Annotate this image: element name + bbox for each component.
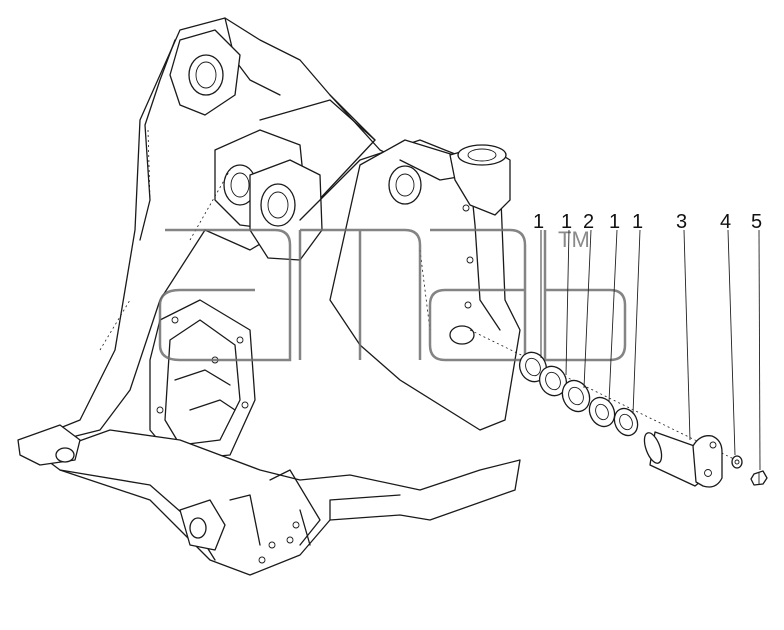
- bolt-part-5: [750, 470, 768, 486]
- callout-3: 3: [676, 211, 687, 233]
- watermark-logo: TM: [158, 227, 627, 362]
- callout-1a: 1: [533, 211, 544, 233]
- callout-4: 4: [720, 211, 731, 233]
- pin-part-3: [643, 431, 723, 488]
- washer-part-1d: [613, 407, 639, 437]
- washer-part-1b: [538, 365, 568, 397]
- callout-1d: 1: [632, 211, 643, 233]
- trademark-mark: TM: [558, 227, 590, 252]
- washer-part-1a: [518, 351, 548, 383]
- callout-5: 5: [751, 211, 762, 233]
- washer-part-1c: [588, 396, 616, 428]
- washer-part-4: [731, 455, 743, 469]
- callout-1c: 1: [609, 211, 620, 233]
- shim-part-2: [561, 379, 591, 413]
- callout-2: 2: [583, 211, 594, 233]
- callout-1b: 1: [561, 211, 572, 233]
- loader-frame: [17, 17, 521, 576]
- exploded-parts: [469, 329, 768, 488]
- callout-labels: 1 1 2 1 1 3 4 5: [533, 211, 762, 233]
- callout-leaders: [540, 229, 761, 471]
